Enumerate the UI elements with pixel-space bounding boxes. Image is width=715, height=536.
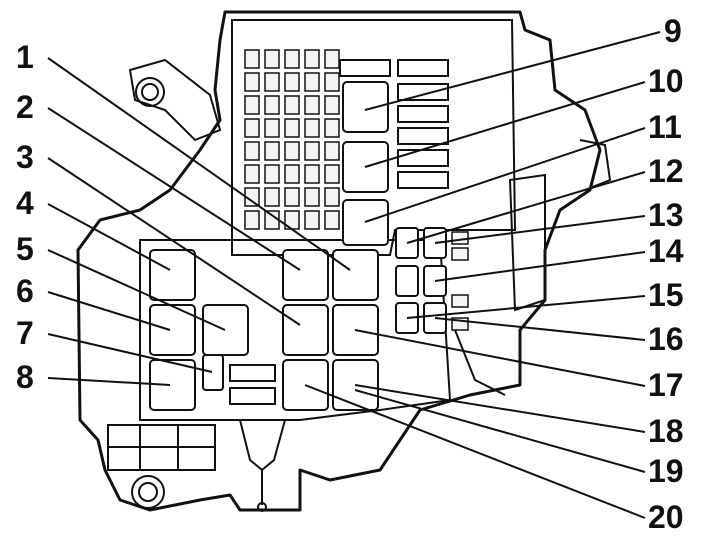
mini-fuse bbox=[324, 141, 340, 161]
mini-fuse bbox=[284, 187, 300, 207]
mini-fuse bbox=[284, 118, 300, 138]
callout-label-3: 3 bbox=[16, 139, 34, 175]
mini-fuse bbox=[264, 118, 280, 138]
callout-label-2: 2 bbox=[16, 89, 34, 125]
relay-group-right bbox=[395, 227, 469, 334]
relay-5 bbox=[202, 304, 249, 356]
mini-fuse bbox=[244, 164, 260, 184]
callout-label-11: 11 bbox=[648, 109, 682, 145]
mini-fuse bbox=[244, 141, 260, 161]
mini-fuse bbox=[304, 72, 320, 92]
relay-2 bbox=[282, 249, 329, 301]
mini-fuse bbox=[304, 210, 320, 230]
mini-fuse bbox=[244, 210, 260, 230]
mini-fuse bbox=[284, 49, 300, 69]
mini-fuse bbox=[324, 118, 340, 138]
leader-line-14 bbox=[434, 251, 646, 282]
leader-line-19 bbox=[354, 389, 646, 473]
mini-fuse bbox=[244, 49, 260, 69]
relay-3 bbox=[282, 304, 329, 356]
mini-fuse bbox=[264, 187, 280, 207]
leader-line-1 bbox=[47, 57, 351, 271]
relay-7 bbox=[202, 354, 224, 391]
mini-fuse bbox=[304, 164, 320, 184]
mini-fuse bbox=[264, 72, 280, 92]
mini-fuse bbox=[244, 118, 260, 138]
leader-line-2 bbox=[47, 107, 301, 271]
mini-fuse bbox=[284, 95, 300, 115]
leader-line-13 bbox=[434, 215, 646, 244]
leader-line-12 bbox=[406, 171, 646, 244]
callout-label-15: 15 bbox=[648, 277, 684, 313]
callout-label-17: 17 bbox=[648, 367, 684, 403]
callout-label-16: 16 bbox=[648, 321, 684, 357]
mini-fuse bbox=[304, 141, 320, 161]
callout-label-20: 20 bbox=[648, 499, 684, 535]
mini-fuse bbox=[324, 164, 340, 184]
mini-fuse bbox=[324, 72, 340, 92]
leader-line-20 bbox=[304, 384, 646, 519]
mini-fuse bbox=[264, 210, 280, 230]
leader-line-8 bbox=[47, 377, 171, 386]
relay-4 bbox=[149, 249, 196, 301]
mini-fuse bbox=[304, 187, 320, 207]
leader-line-6 bbox=[47, 291, 171, 331]
callout-label-18: 18 bbox=[648, 413, 684, 449]
mini-fuse bbox=[304, 95, 320, 115]
mini-fuse bbox=[264, 49, 280, 69]
relay-group-main bbox=[149, 249, 379, 411]
mini-fuse bbox=[284, 141, 300, 161]
mini-fuse-grid bbox=[244, 49, 340, 230]
mini-fuse bbox=[284, 164, 300, 184]
mini-fuse bbox=[324, 49, 340, 69]
mini-fuse bbox=[324, 210, 340, 230]
leader-line-17 bbox=[354, 329, 646, 387]
mini-fuse bbox=[244, 95, 260, 115]
relay-9 bbox=[342, 81, 389, 133]
mini-fuse bbox=[264, 164, 280, 184]
mini-fuse bbox=[284, 72, 300, 92]
callout-leaders bbox=[47, 31, 661, 519]
callout-labels: 1 2 3 4 5 6 7 8 9 10 11 12 13 14 15 16 1… bbox=[16, 13, 684, 535]
leader-line-9 bbox=[364, 31, 661, 111]
leader-line-7 bbox=[47, 333, 213, 373]
mini-fuse bbox=[264, 141, 280, 161]
mini-fuse bbox=[324, 187, 340, 207]
mini-fuse bbox=[304, 49, 320, 69]
callout-label-5: 5 bbox=[16, 231, 34, 267]
callout-label-9: 9 bbox=[664, 13, 682, 49]
callout-label-6: 6 bbox=[16, 273, 34, 309]
relay-1 bbox=[332, 249, 379, 301]
mini-fuse bbox=[304, 118, 320, 138]
leader-line-15 bbox=[406, 295, 646, 319]
leader-line-18 bbox=[354, 384, 646, 433]
leader-line-3 bbox=[47, 157, 301, 326]
leader-line-16 bbox=[434, 317, 646, 341]
callout-label-14: 14 bbox=[648, 233, 684, 269]
callout-label-1: 1 bbox=[16, 39, 34, 75]
callout-label-13: 13 bbox=[648, 197, 684, 233]
callout-label-7: 7 bbox=[16, 315, 34, 351]
relay-group-upper bbox=[342, 81, 389, 246]
leader-line-11 bbox=[364, 127, 646, 223]
callout-label-4: 4 bbox=[16, 185, 34, 221]
callout-label-10: 10 bbox=[648, 63, 684, 99]
leader-line-4 bbox=[47, 203, 171, 271]
mini-fuse bbox=[324, 95, 340, 115]
leader-line-5 bbox=[47, 249, 226, 331]
callout-label-8: 8 bbox=[16, 359, 34, 395]
relay-6 bbox=[149, 304, 196, 356]
mini-fuse bbox=[244, 72, 260, 92]
callout-label-12: 12 bbox=[648, 153, 684, 189]
mini-fuse bbox=[264, 95, 280, 115]
callout-label-19: 19 bbox=[648, 453, 684, 489]
relay-8 bbox=[149, 359, 196, 411]
leader-line-10 bbox=[364, 81, 646, 168]
